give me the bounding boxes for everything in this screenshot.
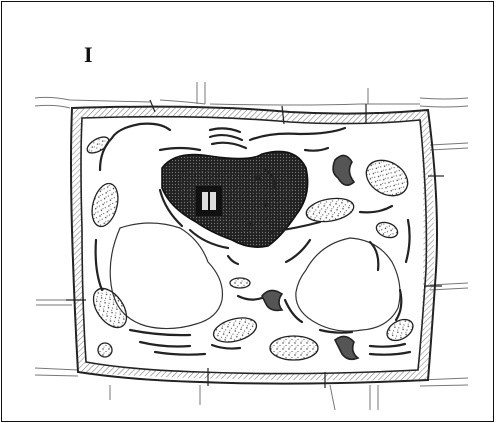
chloroplast	[88, 181, 123, 230]
chloroplast	[360, 153, 414, 203]
chloroplast	[270, 336, 318, 360]
chloroplast	[304, 195, 355, 225]
chloroplast	[374, 220, 399, 241]
chloroplast	[98, 343, 112, 357]
vacuole-left	[110, 223, 222, 329]
vacuole-right	[296, 238, 400, 331]
chloroplast	[230, 278, 250, 288]
chloroplast	[211, 314, 259, 347]
